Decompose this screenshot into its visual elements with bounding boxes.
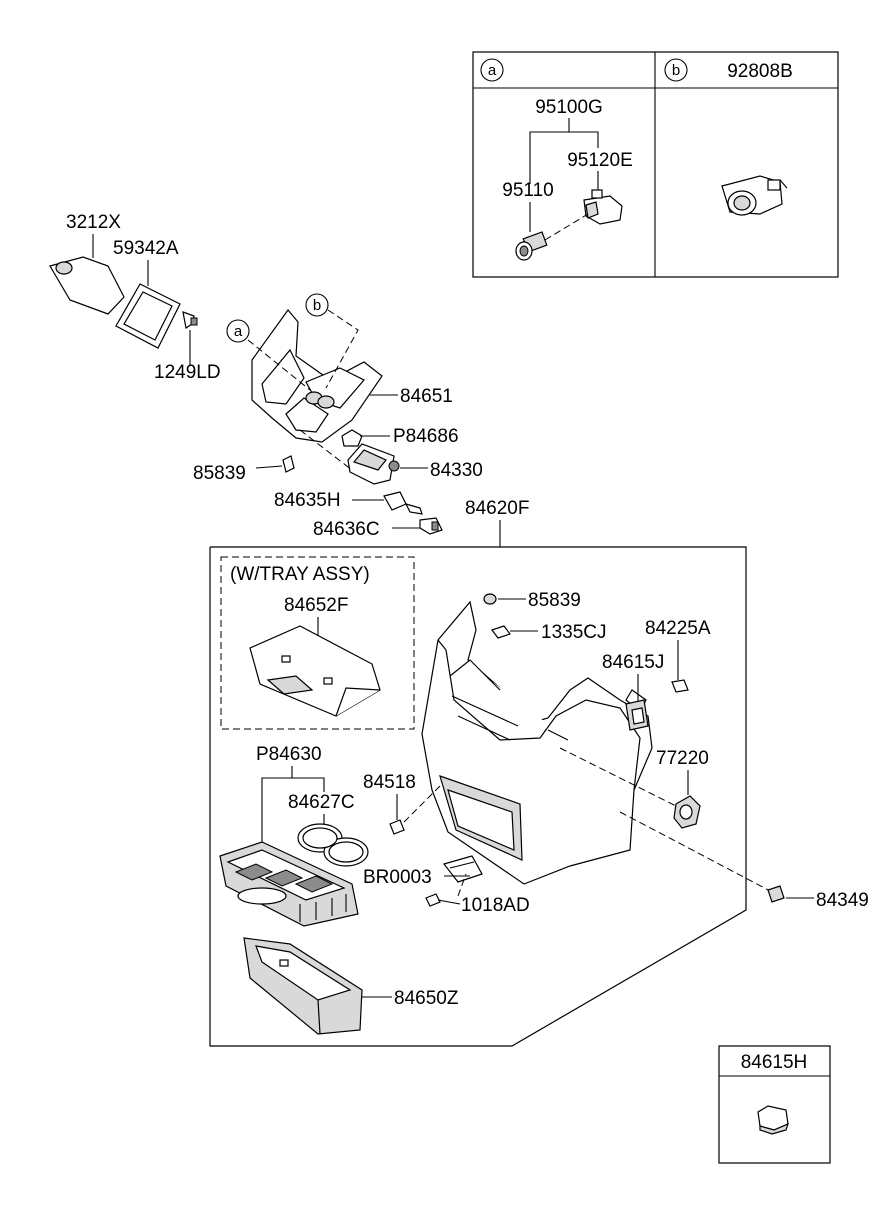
bracket-br0003 — [442, 855, 483, 883]
tray-assy-box — [220, 556, 415, 730]
plug-84518 — [389, 819, 405, 835]
label-95120e: 95120E — [567, 150, 633, 171]
callout-b-circle — [305, 293, 329, 317]
screw-1249ld — [182, 311, 198, 330]
label-1018ad: 1018AD — [461, 895, 530, 916]
part-92808b-drawing — [721, 175, 788, 216]
inset-84615h: 84615H — [718, 1045, 831, 1164]
connector-95120e — [583, 189, 623, 225]
label-84636c: 84636C — [313, 519, 380, 540]
box-84330 — [347, 443, 400, 485]
label-84615h: 84615H — [741, 1052, 808, 1073]
label-tray-assy: (W/TRAY ASSY) — [230, 564, 370, 585]
pad-84615j — [625, 699, 649, 731]
connector-84636c — [419, 517, 443, 535]
label-p84686: P84686 — [393, 426, 459, 447]
mat-84627c — [297, 823, 369, 867]
label-84651: 84651 — [400, 386, 453, 407]
label-1335cj: 1335CJ — [541, 622, 607, 643]
callout-a: a — [234, 323, 243, 340]
label-59342a: 59342A — [113, 238, 179, 259]
label-84627c: 84627C — [288, 792, 355, 813]
bezel-59342a — [115, 283, 181, 349]
label-br0003: BR0003 — [363, 867, 432, 888]
inset-letter-b: b — [672, 62, 680, 79]
inset-part-92808b: 92808B — [727, 61, 793, 82]
label-85839-upper: 85839 — [193, 463, 246, 484]
label-95110: 95110 — [502, 180, 553, 201]
label-84620f: 84620F — [465, 498, 529, 519]
socket-95110 — [515, 231, 548, 261]
inset-letter-a: a — [488, 62, 497, 79]
nut-1335cj — [491, 625, 511, 639]
tray-84650z — [243, 937, 363, 1035]
tray-84652f — [249, 625, 381, 717]
label-84615j: 84615J — [602, 652, 664, 673]
bracket-84635h — [383, 491, 423, 515]
label-84225a: 84225A — [645, 618, 711, 639]
label-3212x: 3212X — [66, 212, 121, 233]
cupholder-p84630 — [219, 841, 359, 927]
label-p84630: P84630 — [256, 744, 322, 765]
inset-table: a b 92808B 95100G 95120E 95110 — [472, 51, 839, 278]
label-84652f: 84652F — [284, 595, 348, 616]
label-84635h: 84635H — [274, 490, 341, 511]
screw-84349 — [767, 885, 785, 903]
label-95100g: 95100G — [535, 97, 603, 118]
label-84330: 84330 — [430, 460, 483, 481]
bracket-p84686 — [341, 429, 363, 447]
housing-84620f — [421, 600, 653, 885]
clip-84225a — [671, 679, 689, 693]
label-1249ld: 1249LD — [154, 362, 221, 383]
label-84349: 84349 — [816, 890, 869, 911]
label-84518: 84518 — [363, 772, 416, 793]
group-frame-84620f — [209, 546, 747, 1047]
clip-85839-mid — [483, 593, 497, 605]
screw-1018ad — [425, 893, 461, 907]
clip-85839-upper — [282, 455, 295, 473]
callout-a-circle — [226, 319, 250, 343]
label-77220: 77220 — [656, 748, 709, 769]
callout-b: b — [313, 297, 321, 314]
shift-boot-3212x — [49, 256, 125, 315]
label-85839-mid: 85839 — [528, 590, 581, 611]
console-panel-84651 — [251, 309, 383, 443]
label-84650z: 84650Z — [394, 988, 459, 1009]
cover-77220 — [673, 795, 701, 829]
